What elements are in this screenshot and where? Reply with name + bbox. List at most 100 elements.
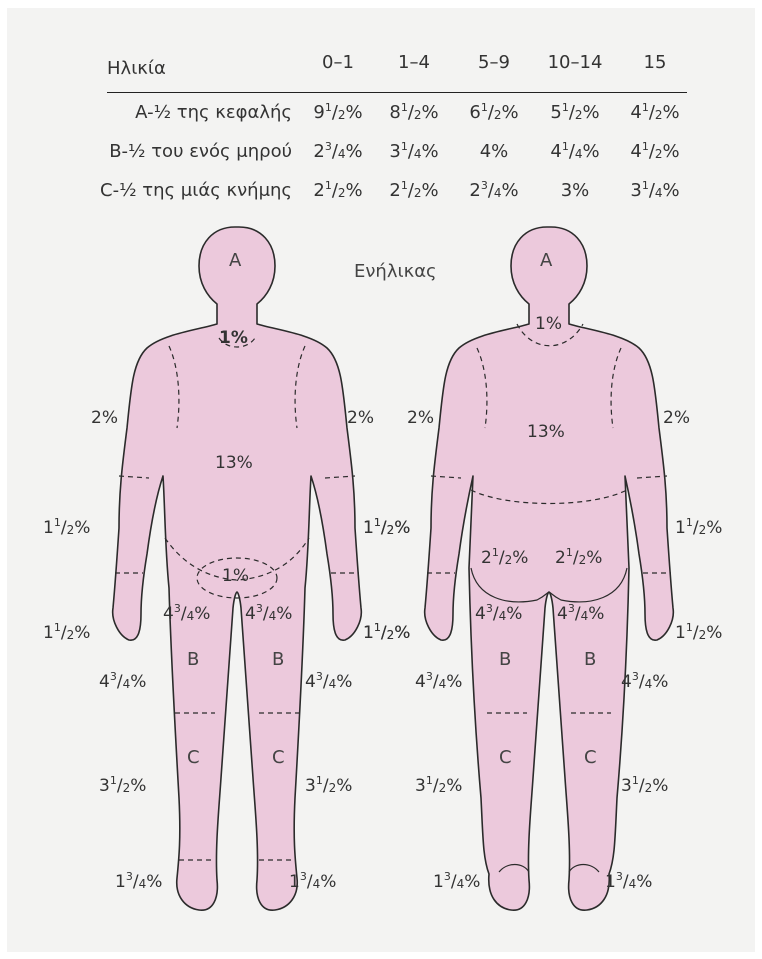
fraction-denominator: 4	[457, 877, 465, 891]
back-thigh-top-right: 43/4%	[557, 606, 604, 623]
fraction-slash: /	[181, 604, 187, 624]
back-leg-right-letter: C	[584, 749, 597, 767]
fraction-numerator: 1	[492, 546, 499, 559]
fraction-slash: /	[499, 548, 505, 568]
percent-sign: %	[652, 776, 668, 796]
percent-sign: %	[446, 776, 462, 796]
fraction-slash: /	[639, 776, 645, 796]
fraction-denominator: 4	[313, 877, 321, 891]
fraction-whole: 1	[605, 872, 616, 892]
fraction-whole: 1	[363, 623, 374, 643]
back-leg-out-right: 31/2%	[621, 778, 668, 795]
percent-sign: %	[586, 548, 602, 568]
fraction-denominator: 2	[67, 523, 75, 537]
fraction-slash: /	[381, 623, 387, 643]
fraction-numerator: 1	[686, 516, 693, 529]
fraction-slash: /	[451, 872, 457, 892]
fraction-denominator: 4	[629, 877, 637, 891]
front-leg-out-right: 31/2%	[305, 778, 352, 795]
percent-sign: %	[506, 604, 522, 624]
fraction-whole: 3	[621, 776, 632, 796]
fraction-whole: 1	[675, 518, 686, 538]
fraction-slash: /	[323, 776, 329, 796]
percent-sign: %	[394, 623, 410, 643]
front-foot-left: 13/4%	[115, 874, 162, 891]
fraction-slash: /	[693, 518, 699, 538]
fraction-denominator: 2	[67, 628, 75, 642]
fraction-whole: 1	[675, 623, 686, 643]
back-neck-percent: 1%	[535, 316, 562, 333]
fraction-numerator: 3	[616, 870, 623, 883]
fraction-whole: 4	[305, 672, 316, 692]
fraction-whole: 1	[115, 872, 126, 892]
front-thigh-top-left: 43/4%	[163, 606, 210, 623]
percent-sign: %	[706, 518, 722, 538]
back-buttock-right: 21/2%	[555, 550, 602, 567]
back-thigh-out-left: 43/4%	[415, 674, 462, 691]
fraction-slash: /	[117, 776, 123, 796]
fraction-whole: 4	[557, 604, 568, 624]
percent-sign: %	[394, 518, 410, 538]
fraction-numerator: 3	[568, 602, 575, 615]
fraction-numerator: 1	[374, 621, 381, 634]
fraction-slash: /	[575, 604, 581, 624]
fraction-numerator: 3	[632, 670, 639, 683]
front-thigh-out-left: 43/4%	[99, 674, 146, 691]
fraction-numerator: 3	[486, 602, 493, 615]
percent-sign: %	[512, 548, 528, 568]
fraction-denominator: 2	[439, 781, 447, 795]
fraction-whole: 2	[481, 548, 492, 568]
fraction-whole: 4	[245, 604, 256, 624]
percent-sign: %	[146, 872, 162, 892]
percent-sign: %	[130, 672, 146, 692]
front-foot-right: 13/4%	[289, 874, 336, 891]
fraction-denominator: 4	[123, 677, 131, 691]
back-foot-right: 13/4%	[605, 874, 652, 891]
fraction-slash: /	[61, 518, 67, 538]
fraction-numerator: 3	[426, 670, 433, 683]
fraction-denominator: 4	[499, 609, 507, 623]
fraction-denominator: 4	[139, 877, 147, 891]
back-foot-left: 13/4%	[433, 874, 480, 891]
fraction-numerator: 3	[316, 670, 323, 683]
fraction-slash: /	[433, 776, 439, 796]
front-upper-arm-right: 2%	[347, 410, 374, 427]
fraction-whole: 4	[163, 604, 174, 624]
percent-sign: %	[74, 518, 90, 538]
fraction-whole: 1	[43, 518, 54, 538]
front-head-letter: A	[229, 252, 241, 270]
fraction-slash: /	[493, 604, 499, 624]
fraction-denominator: 2	[699, 523, 707, 537]
fraction-whole: 4	[99, 672, 110, 692]
back-forearm-right: 11/2%	[675, 520, 722, 537]
percent-sign: %	[464, 872, 480, 892]
back-forearm-left: 11/2%	[363, 520, 410, 537]
front-genital-percent: 1%	[222, 568, 249, 585]
back-trunk-percent: 13%	[527, 424, 565, 441]
fraction-denominator: 4	[439, 677, 447, 691]
fraction-whole: 2	[555, 548, 566, 568]
fraction-whole: 1	[433, 872, 444, 892]
fraction-denominator: 4	[645, 677, 653, 691]
fraction-numerator: 1	[54, 516, 61, 529]
front-leg-left-letter: C	[187, 749, 200, 767]
fraction-slash: /	[623, 872, 629, 892]
fraction-whole: 3	[305, 776, 316, 796]
front-thigh-left-letter: B	[187, 651, 199, 669]
fraction-slash: /	[117, 672, 123, 692]
percent-sign: %	[636, 872, 652, 892]
fraction-slash: /	[693, 623, 699, 643]
fraction-slash: /	[323, 672, 329, 692]
back-thigh-top-left: 43/4%	[475, 606, 522, 623]
fraction-whole: 3	[415, 776, 426, 796]
percent-sign: %	[446, 672, 462, 692]
back-thigh-right-letter: B	[584, 651, 596, 669]
fraction-whole: 3	[99, 776, 110, 796]
fraction-numerator: 1	[54, 621, 61, 634]
fraction-numerator: 1	[316, 774, 323, 787]
back-thigh-left-letter: B	[499, 651, 511, 669]
fraction-denominator: 2	[699, 628, 707, 642]
fraction-numerator: 1	[110, 774, 117, 787]
fraction-numerator: 3	[300, 870, 307, 883]
fraction-denominator: 2	[387, 523, 395, 537]
